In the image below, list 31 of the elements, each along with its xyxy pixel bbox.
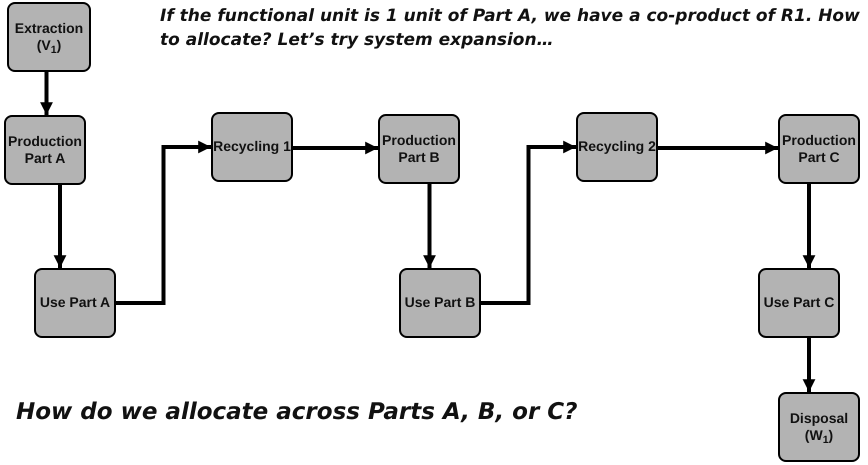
process-box bbox=[576, 112, 658, 182]
box-label: Recycling 1 bbox=[213, 138, 291, 156]
arrow bbox=[54, 185, 66, 268]
process-box bbox=[378, 114, 460, 184]
arrow bbox=[802, 338, 816, 392]
process-box bbox=[34, 268, 116, 338]
arrow bbox=[481, 140, 576, 305]
box-label: Disposal (W$_{1}$) bbox=[788, 410, 850, 444]
box-label: Production Part B bbox=[381, 132, 457, 166]
process-box bbox=[7, 2, 91, 72]
arrow bbox=[40, 72, 53, 115]
box-label: Use Part A bbox=[40, 294, 110, 312]
box-label: Recycling 2 bbox=[578, 138, 656, 156]
box-label: Use Part C bbox=[764, 294, 834, 312]
process-box bbox=[758, 268, 840, 338]
process-box bbox=[778, 392, 860, 462]
process-box bbox=[778, 114, 860, 184]
arrow bbox=[802, 184, 816, 268]
arrow bbox=[293, 142, 378, 154]
box-label: Production Part C bbox=[781, 132, 857, 166]
box-label: Use Part B bbox=[404, 294, 476, 312]
process-box bbox=[211, 112, 293, 182]
arrow bbox=[658, 142, 778, 154]
question-note: How do we allocate across Parts A, B, or C? bbox=[16, 398, 579, 427]
process-box bbox=[399, 268, 481, 338]
arrow bbox=[116, 140, 211, 305]
process-box bbox=[4, 115, 86, 185]
arrow bbox=[423, 184, 436, 268]
box-label: Extraction (V$_{1}$) bbox=[14, 20, 84, 54]
box-label: Production Part A bbox=[7, 132, 83, 168]
question-note: If the functional unit is 1 unit of Part A, we have a co-product of R1. How to allocate? Let’s try system expansion… bbox=[160, 5, 860, 52]
